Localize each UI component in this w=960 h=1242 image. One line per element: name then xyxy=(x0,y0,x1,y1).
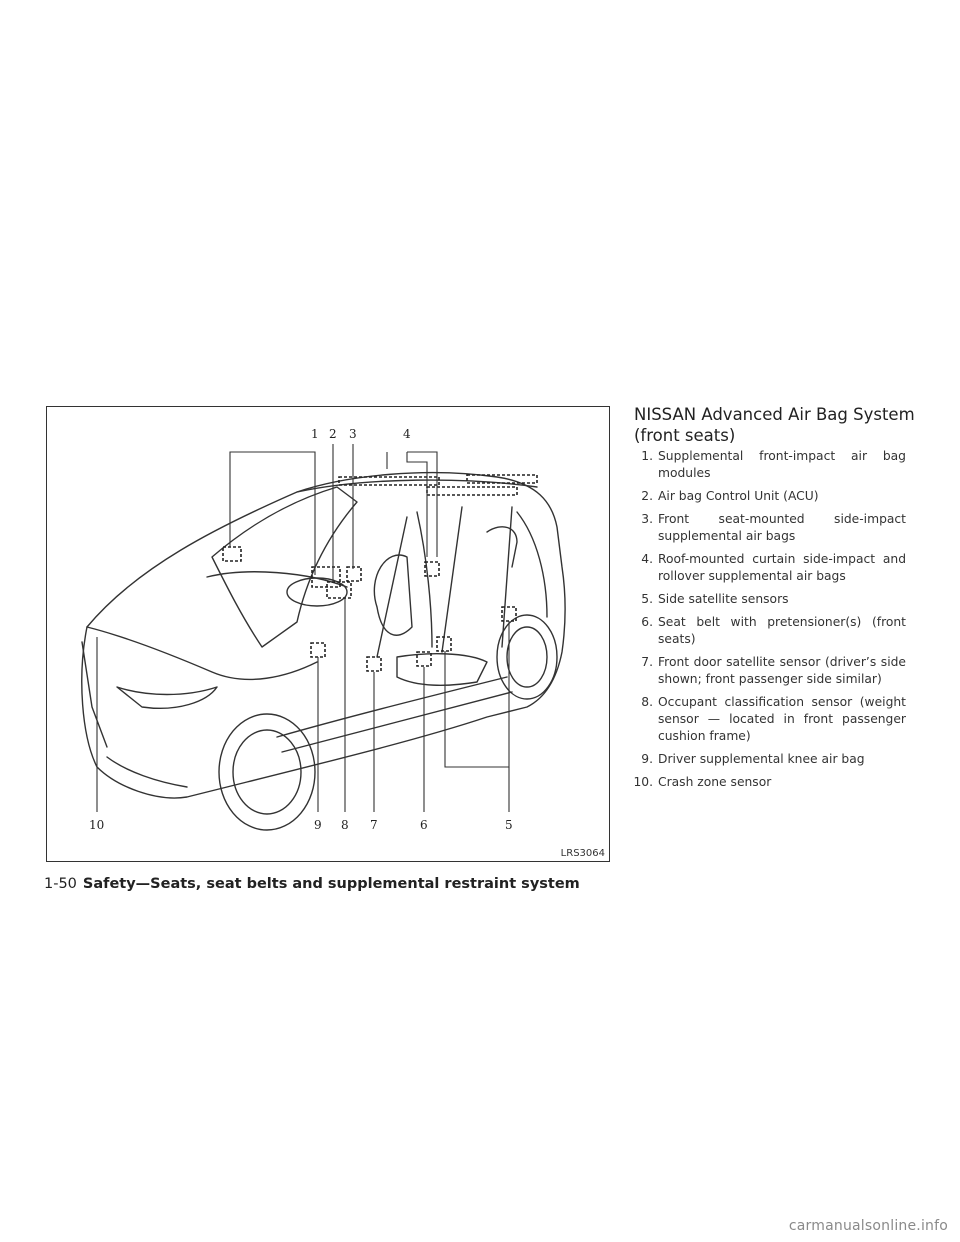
callout-10: 10 xyxy=(89,818,104,832)
legend-number: 3. xyxy=(641,512,653,526)
section-title: Safety—Seats, seat belts and supplementa… xyxy=(82,876,580,892)
legend-item: 7. Front door satellite sensor (driver’s … xyxy=(614,654,906,688)
legend-item: 5. Side satellite sensors xyxy=(614,591,906,608)
watermark-link[interactable]: carmanualsonline.info xyxy=(788,1218,948,1234)
legend-number: 7. xyxy=(641,655,653,669)
callout-5: 5 xyxy=(505,818,513,832)
legend-number: 1. xyxy=(641,449,653,463)
legend-number: 4. xyxy=(641,552,653,566)
legend-number: 2. xyxy=(641,489,653,503)
legend-text: Driver supplemental knee air bag xyxy=(658,752,865,766)
callout-9: 9 xyxy=(314,818,322,832)
legend-text: Front door satellite sensor (driver’s si… xyxy=(658,655,906,686)
legend-text: Side satellite sensors xyxy=(658,592,789,606)
legend-number: 9. xyxy=(641,752,653,766)
legend-number: 6. xyxy=(641,615,653,629)
callout-3: 3 xyxy=(349,427,357,441)
section-heading: NISSAN Advanced Air Bag System (front se… xyxy=(634,404,924,446)
heading-line-1: NISSAN Advanced Air Bag System xyxy=(634,405,915,424)
legend-text: Air bag Control Unit (ACU) xyxy=(658,489,819,503)
callout-1: 1 xyxy=(311,427,319,441)
legend-item: 4. Roof-mounted curtain side-impact and r… xyxy=(614,551,906,585)
legend-item: 3. Front seat-mounted side-impact supplem… xyxy=(614,511,906,545)
callout-8: 8 xyxy=(341,818,349,832)
legend-item: 2. Air bag Control Unit (ACU) xyxy=(614,488,906,505)
callout-4: 4 xyxy=(403,427,411,441)
vehicle-cutaway-illustration: 1 2 3 4 5 6 7 8 9 10 xyxy=(81,427,566,832)
legend-text: Supplemental front-impact air bag module… xyxy=(658,449,906,480)
legend-item: 1. Supplemental front-impact air bag modu… xyxy=(614,448,906,482)
legend-number: 8. xyxy=(641,695,653,709)
legend-text: Crash zone sensor xyxy=(658,775,772,789)
callout-6: 6 xyxy=(420,818,428,832)
callout-2: 2 xyxy=(329,427,337,441)
legend-text: Seat belt with pretensioner(s) (front se… xyxy=(658,615,906,646)
legend-text: Roof-mounted curtain side-impact and rol… xyxy=(658,552,906,583)
legend-item: 6. Seat belt with pretensioner(s) (front … xyxy=(614,614,906,648)
legend-text: Front seat-mounted side-impact supplemen… xyxy=(658,512,906,543)
component-legend: 1. Supplemental front-impact air bag modu… xyxy=(614,448,906,797)
page-number: 1-50 xyxy=(44,876,77,892)
legend-item: 10. Crash zone sensor xyxy=(614,774,906,791)
legend-number: 5. xyxy=(641,592,653,606)
legend-item: 9. Driver supplemental knee air bag xyxy=(614,751,906,768)
airbag-location-figure: 1 2 3 4 5 6 7 8 9 10 LRS3064 xyxy=(46,406,610,862)
figure-code: LRS3064 xyxy=(560,848,605,859)
legend-item: 8. Occupant classification sensor (weight… xyxy=(614,694,906,745)
legend-number: 10. xyxy=(633,775,653,789)
heading-line-2: (front seats) xyxy=(634,426,736,445)
legend-text: Occupant classification sensor (weight s… xyxy=(658,695,906,743)
callout-7: 7 xyxy=(370,818,378,832)
page-footer: 1-50 Safety—Seats, seat belts and supplem… xyxy=(44,876,580,892)
